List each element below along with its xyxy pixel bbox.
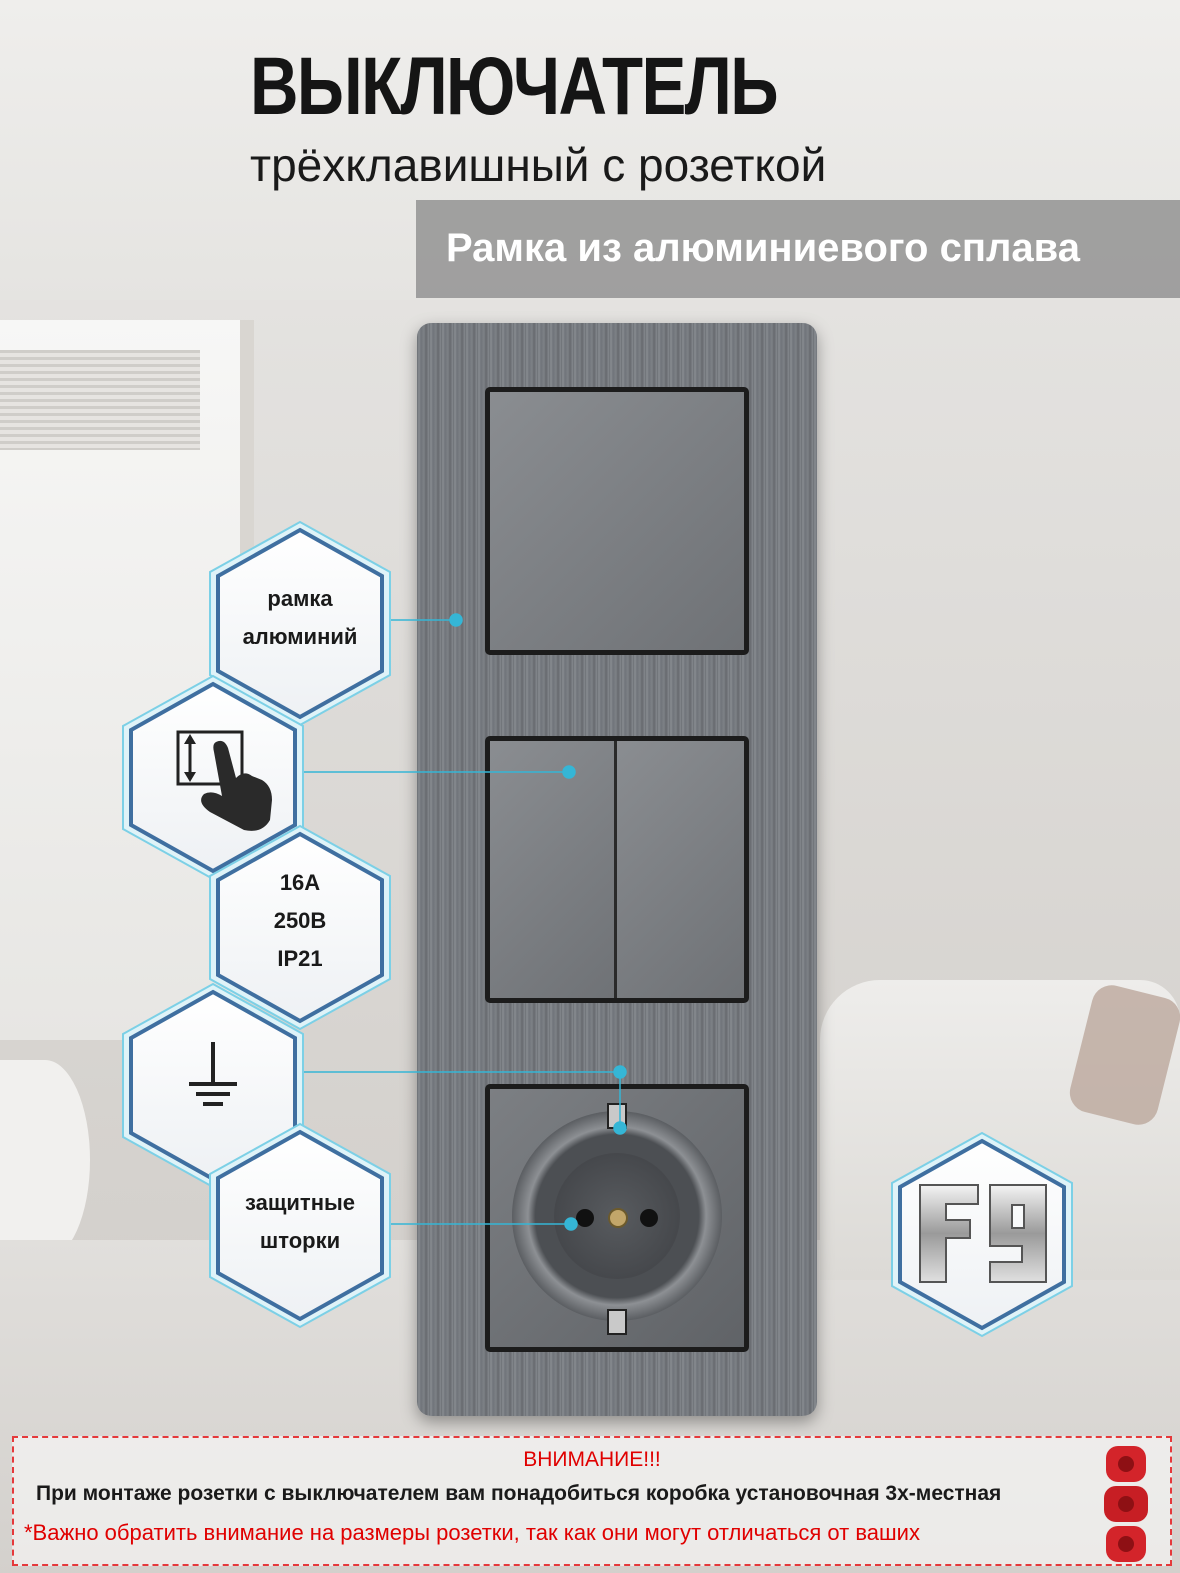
mounting-box-image (1104, 1446, 1148, 1562)
warning-box-requirement: При монтаже розетки с выключателем вам п… (36, 1482, 1002, 1505)
single-key-switch[interactable] (485, 387, 749, 655)
socket-ring (512, 1103, 722, 1335)
shutters-feature-line1: защитные (244, 1190, 356, 1215)
material-banner-text: Рамка из алюминиевого сплава (446, 226, 1080, 270)
hex-rating (209, 824, 391, 1031)
double-key-left[interactable] (490, 741, 617, 998)
rating-voltage: 250В (273, 908, 327, 933)
ground-clip-bottom (607, 1309, 627, 1335)
window-blind (0, 350, 200, 450)
frame-feature-line1: рамка (267, 586, 333, 611)
hex-frame (209, 520, 391, 727)
touch-switch-icon (176, 730, 272, 831)
material-banner: Рамка из алюминиевого сплава (416, 200, 1180, 298)
page-title: ВЫКЛЮЧАТЕЛЬ (250, 41, 779, 132)
warning-title: ВНИМАНИЕ!!! (523, 1448, 661, 1471)
switch-frame (417, 323, 817, 1416)
frame-feature-line2: алюминий (242, 624, 358, 649)
shutters-feature-label: защитные шторки (230, 1184, 370, 1260)
socket-cup (554, 1153, 680, 1279)
rating-ip: IP21 (277, 946, 323, 971)
warning-notice: ВНИМАНИЕ!!! При монтаже розетки с выключ… (12, 1436, 1172, 1566)
page-subtitle: трёхклавишный с розеткой (250, 139, 827, 191)
rating-feature-label: 16A 250В IP21 (230, 864, 370, 978)
warning-size-note: *Важно обратить внимание на размеры розе… (24, 1520, 920, 1545)
frame-feature-label: рамка алюминий (230, 580, 370, 656)
side-table (0, 1060, 90, 1260)
shutters-feature-line2: шторки (259, 1228, 341, 1253)
f9-logo (919, 1184, 1047, 1283)
connector-lines (296, 613, 627, 1231)
ground-icon (189, 1042, 237, 1106)
rating-current: 16A (279, 870, 321, 895)
socket-hole-right (640, 1209, 658, 1227)
socket-screw (608, 1208, 628, 1228)
hex-shutters (209, 1122, 391, 1329)
double-key-switch (485, 736, 749, 1003)
double-key-right[interactable] (617, 741, 744, 998)
socket-hole-left (576, 1209, 594, 1227)
